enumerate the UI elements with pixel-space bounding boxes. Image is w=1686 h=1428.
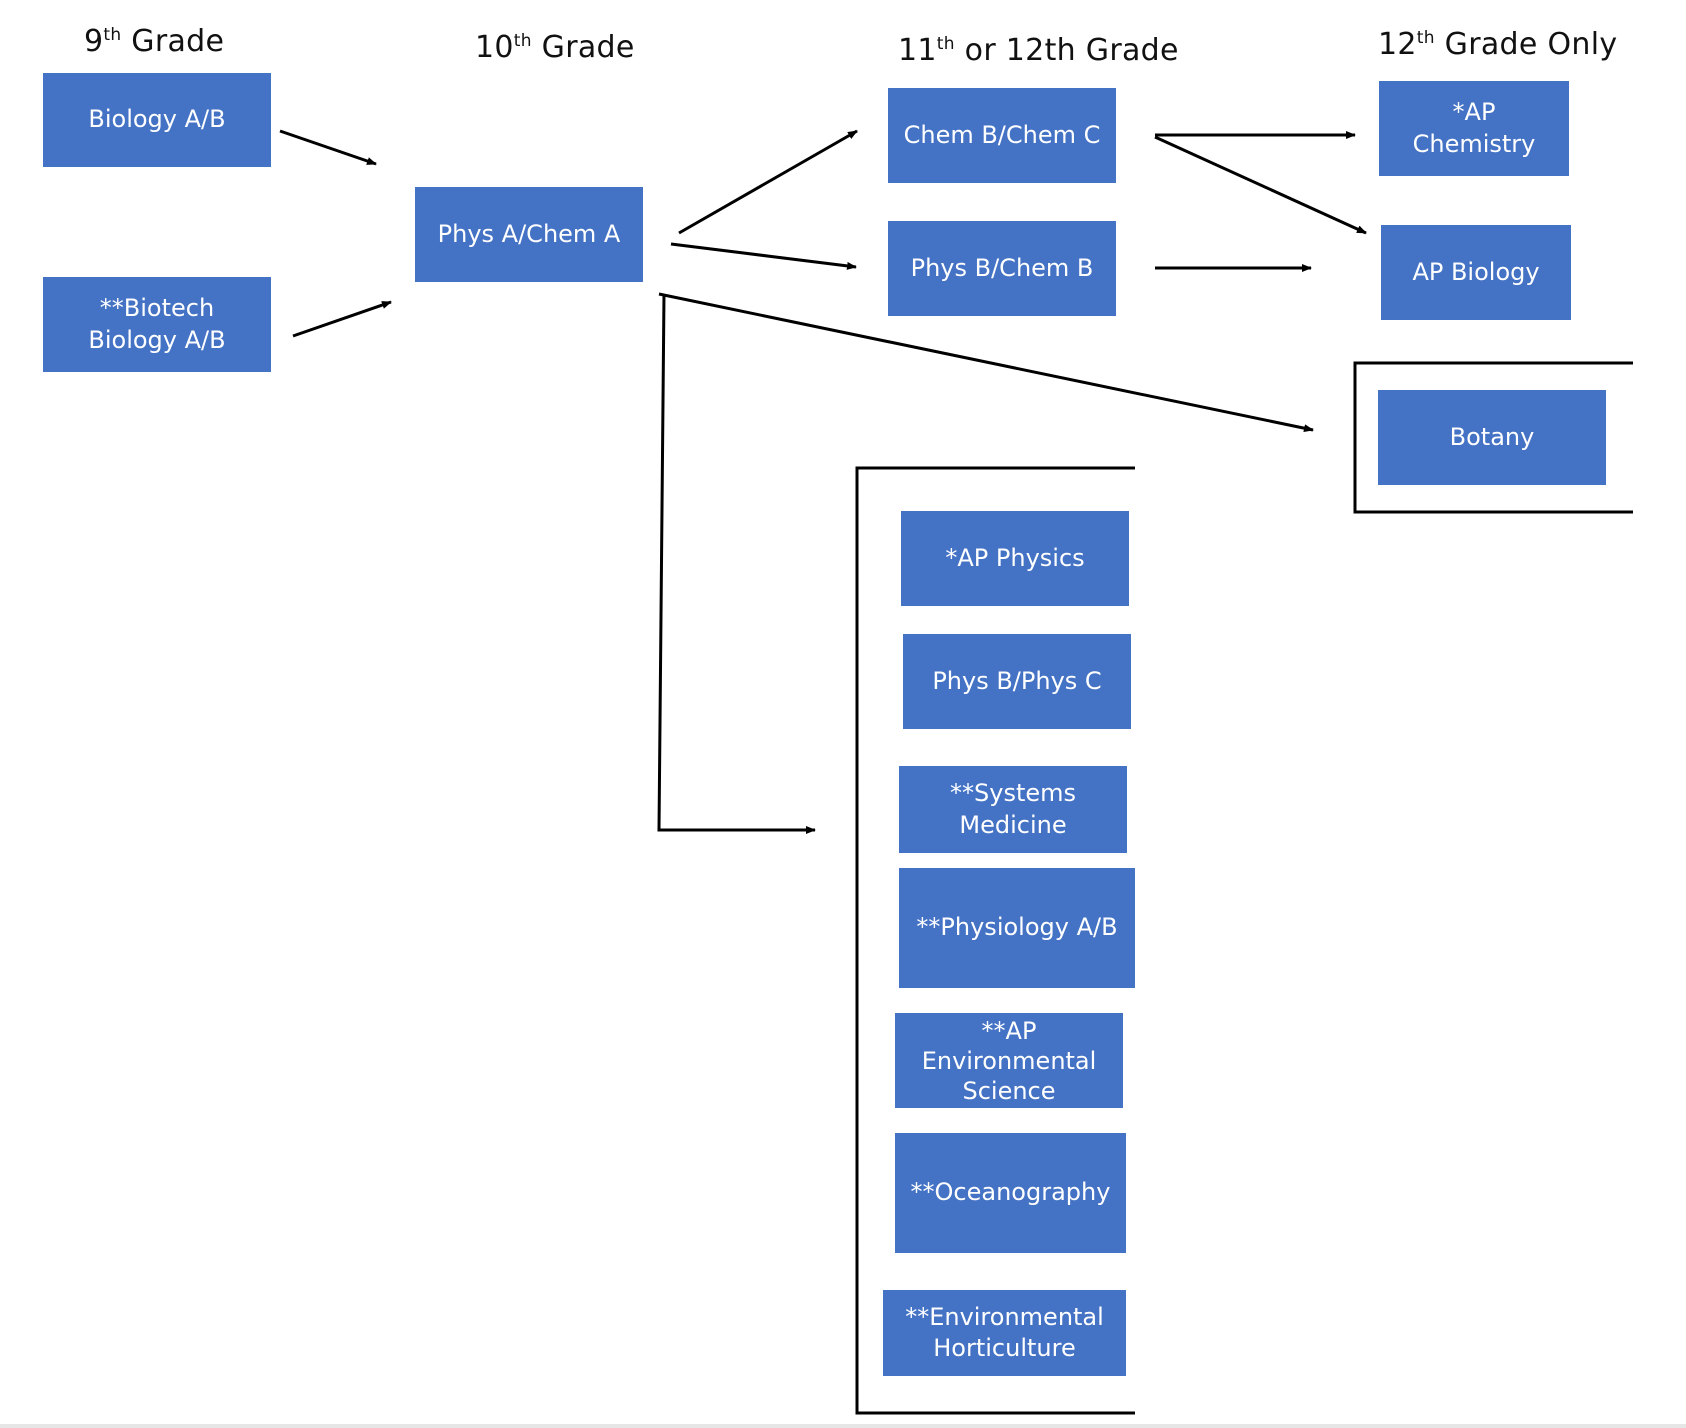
botany-bracket <box>1353 361 1633 514</box>
bottom-divider <box>0 1424 1686 1428</box>
course-label-line: AP Biology <box>1412 257 1540 286</box>
arrow-biotech-to-phys-a <box>292 300 392 338</box>
course-ap-biology: AP Biology <box>1381 225 1571 320</box>
course-phys-a-chem-a: Phys A/Chem A <box>415 187 643 282</box>
course-label-line: Environmental <box>921 1046 1097 1075</box>
course-label-line: Medicine <box>959 810 1067 839</box>
course-label-line: Botany <box>1449 422 1535 451</box>
course-label-line: **Systems <box>950 779 1076 808</box>
course-biology-ab: Biology A/B <box>43 73 271 167</box>
course-ap-physics: *AP Physics <box>901 511 1129 606</box>
arrow-chem-b-to-ap-biology <box>1154 135 1367 235</box>
heading-11th-or-12th-grade: 11th or 12th Grade <box>898 33 1179 68</box>
heading-10th-grade: 10th Grade <box>475 30 635 65</box>
course-label-line: Phys A/Chem A <box>437 219 621 248</box>
course-label: Botany <box>1450 422 1535 453</box>
arrow-biology-to-phys-a <box>279 129 377 166</box>
course-label-line: *AP Physics <box>945 543 1085 572</box>
arrow-phys-a-to-botany <box>658 292 1314 433</box>
course-label-line: **AP <box>981 1016 1037 1045</box>
course-label: Phys A/Chem A <box>438 219 621 250</box>
course-label-line: Chem B/Chem C <box>903 120 1101 149</box>
heading-9th-grade: 9th Grade <box>84 24 225 59</box>
arrow-phys-a-to-electives <box>657 293 816 834</box>
course-label: Phys B/Phys C <box>932 666 1101 697</box>
course-label: Biology A/B <box>88 104 225 135</box>
course-phys-b-phys-c: Phys B/Phys C <box>903 634 1131 729</box>
course-label-line: *AP <box>1452 98 1496 127</box>
course-physiology-ab: **Physiology A/B <box>899 868 1135 988</box>
arrow-phys-a-to-phys-b <box>670 242 857 270</box>
course-label: **Physiology A/B <box>916 912 1117 943</box>
arrow-phys-a-to-chem-b <box>678 129 858 235</box>
course-label: *AP Physics <box>945 543 1084 574</box>
course-phys-b-chem-b: Phys B/Chem B <box>888 221 1116 316</box>
course-label: Phys B/Chem B <box>911 253 1094 284</box>
course-label: **Oceanography <box>911 1177 1111 1208</box>
course-label-line: **Physiology A/B <box>916 913 1118 942</box>
course-botany: Botany <box>1378 390 1606 485</box>
course-label-line: **Biotech <box>99 294 215 323</box>
course-label-line: Biology A/B <box>88 325 226 354</box>
heading-12th-grade-only: 12th Grade Only <box>1378 27 1618 62</box>
course-label-line: Science <box>962 1076 1056 1105</box>
electives-bracket <box>855 466 1135 1415</box>
course-label-line: Horticulture <box>933 1334 1076 1362</box>
course-label-line: Biology A/B <box>88 105 226 134</box>
course-label-line: **Oceanography <box>910 1178 1111 1207</box>
course-label-line: Phys B/Phys C <box>932 666 1102 695</box>
course-label: AP Biology <box>1412 257 1539 288</box>
course-label-line: Phys B/Chem B <box>910 253 1094 282</box>
course-label-line: **Environmental <box>905 1302 1104 1331</box>
course-chem-b-chem-c: Chem B/Chem C <box>888 88 1116 183</box>
course-label-line: Chemistry <box>1412 129 1536 158</box>
course-oceanography: **Oceanography <box>895 1133 1126 1253</box>
course-label: Chem B/Chem C <box>904 120 1101 151</box>
